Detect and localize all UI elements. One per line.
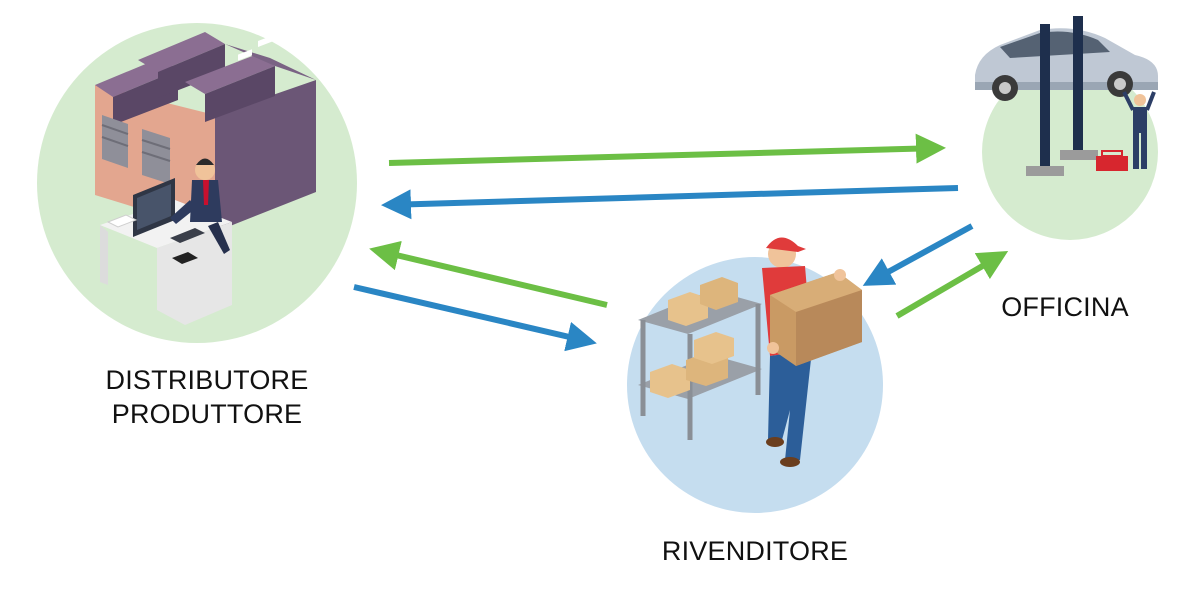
arrow-distributore-to-officina <box>388 133 946 166</box>
node-officina <box>975 16 1158 240</box>
arrow-officina-to-distributore <box>381 185 959 220</box>
label-officina: OFFICINA <box>960 290 1170 324</box>
arrow-distributore-to-rivenditore <box>353 284 597 352</box>
car-lift-mechanic-icon <box>975 16 1158 176</box>
arrow-rivenditore-to-distributore <box>369 240 608 308</box>
arrow-rivenditore-to-officina <box>895 250 1009 319</box>
label-rivenditore-line-1: RIVENDITORE <box>661 536 849 566</box>
label-distributore-produttore: DISTRIBUTORE PRODUTTORE <box>72 363 342 431</box>
warehouse-worker-boxes-icon <box>638 237 862 467</box>
label-distributore-line-2: PRODUTTORE <box>111 399 303 429</box>
label-rivenditore: RIVENDITORE <box>620 534 890 568</box>
flow-arrows <box>353 133 1009 352</box>
node-rivenditore <box>627 237 883 513</box>
warehouse-office-icon <box>95 21 316 325</box>
label-distributore-line-1: DISTRIBUTORE <box>105 365 309 395</box>
arrow-officina-to-rivenditore <box>862 223 974 286</box>
node-distributore <box>37 21 357 343</box>
label-officina-line-1: OFFICINA <box>1001 292 1129 322</box>
